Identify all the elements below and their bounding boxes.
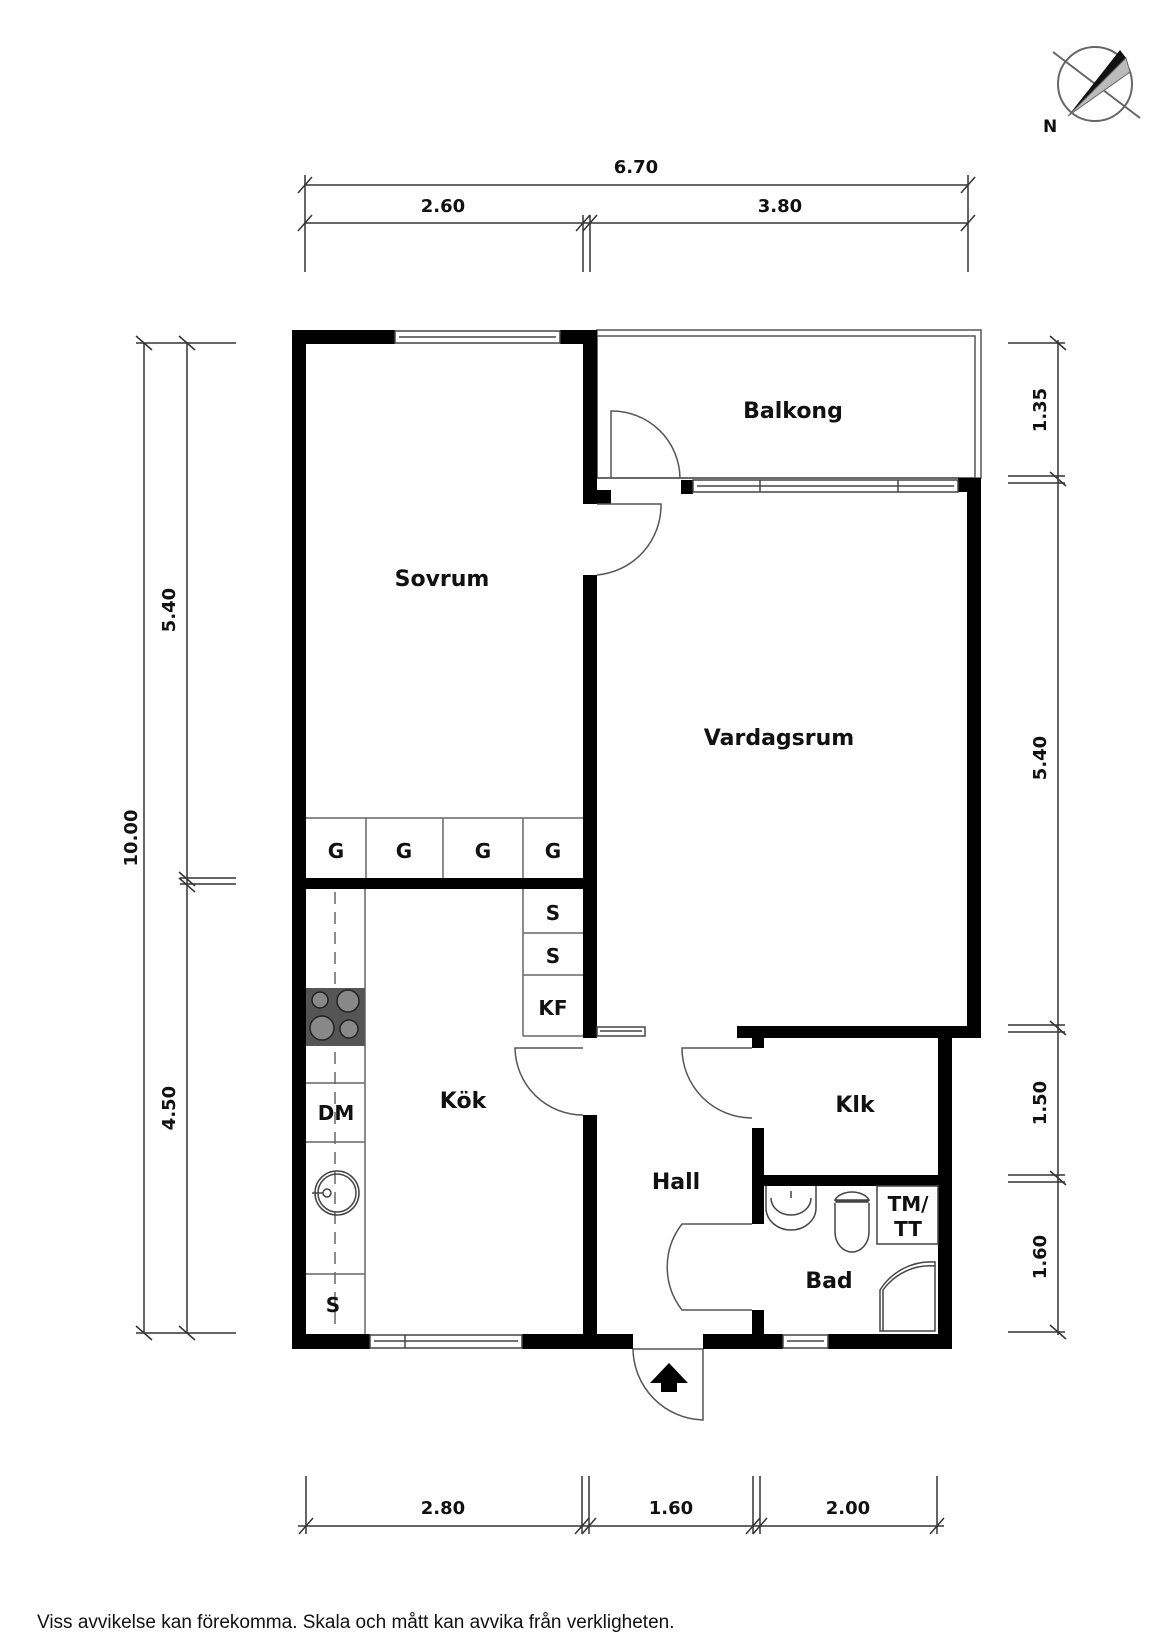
- dim-right-vardagsrum: 5.40: [1030, 736, 1051, 780]
- left-dimension-lines: [135, 335, 236, 1341]
- washer-dryer-label: TT: [894, 1217, 922, 1241]
- kitchen-sink-icon: [312, 1170, 360, 1216]
- dim-top-total: 6.70: [614, 157, 658, 178]
- dim-left-upper: 5.40: [159, 588, 180, 632]
- right-dimension-lines: [1008, 335, 1067, 1340]
- room-label-sovrum: Sovrum: [395, 567, 490, 592]
- fridge-freezer-label: KF: [538, 996, 567, 1020]
- toilet-icon: [833, 1191, 871, 1201]
- dim-top-right: 3.80: [758, 196, 802, 217]
- north-label: N: [1043, 117, 1057, 137]
- stove-icon: [306, 988, 365, 1046]
- bathroom-fixtures: [765, 1185, 939, 1332]
- wardrobe-label: G: [396, 839, 412, 863]
- dim-bottom-right: 2.00: [826, 1498, 870, 1519]
- wardrobe-label: G: [328, 839, 344, 863]
- top-dimension-lines: [297, 175, 976, 272]
- bottom-dimension-lines: [298, 1476, 945, 1535]
- kitchen-cabinets: [522, 889, 583, 1037]
- dim-top-left: 2.60: [421, 196, 465, 217]
- washer-dryer-label: TM/: [888, 1192, 930, 1216]
- dim-right-klk: 1.50: [1030, 1081, 1051, 1125]
- dim-right-balkong: 1.35: [1030, 388, 1051, 432]
- cabinet-label: S: [326, 1293, 340, 1317]
- room-label-balkong: Balkong: [743, 399, 843, 424]
- room-label-bad: Bad: [805, 1269, 852, 1294]
- compass-icon: N: [1043, 46, 1141, 137]
- dim-left-total: 10.00: [121, 810, 142, 867]
- walls: [292, 330, 981, 1349]
- kitchen-counter: [306, 889, 366, 1334]
- room-label-kok: Kök: [440, 1089, 488, 1114]
- wardrobe-label: G: [545, 839, 561, 863]
- shower-icon: [879, 1261, 936, 1332]
- dishwasher-label: DM: [318, 1101, 355, 1125]
- dim-right-bad: 1.60: [1030, 1235, 1051, 1279]
- cabinet-label: S: [546, 944, 560, 968]
- disclaimer-text: Viss avvikelse kan förekomma. Skala och …: [37, 1612, 675, 1633]
- washbasin-icon: [765, 1186, 817, 1231]
- dim-left-lower: 4.50: [159, 1086, 180, 1130]
- wardrobe-label: G: [475, 839, 491, 863]
- cabinet-label: S: [546, 901, 560, 925]
- room-label-hall: Hall: [652, 1170, 700, 1195]
- wardrobes: [306, 817, 583, 878]
- dim-bottom-left: 2.80: [421, 1498, 465, 1519]
- windows: [369, 330, 959, 1349]
- room-label-klk: Klk: [835, 1093, 876, 1118]
- doors: [514, 410, 753, 1421]
- dim-bottom-mid: 1.60: [649, 1498, 693, 1519]
- entrance-arrow-icon: [650, 1363, 688, 1392]
- room-label-vardagsrum: Vardagsrum: [704, 726, 854, 751]
